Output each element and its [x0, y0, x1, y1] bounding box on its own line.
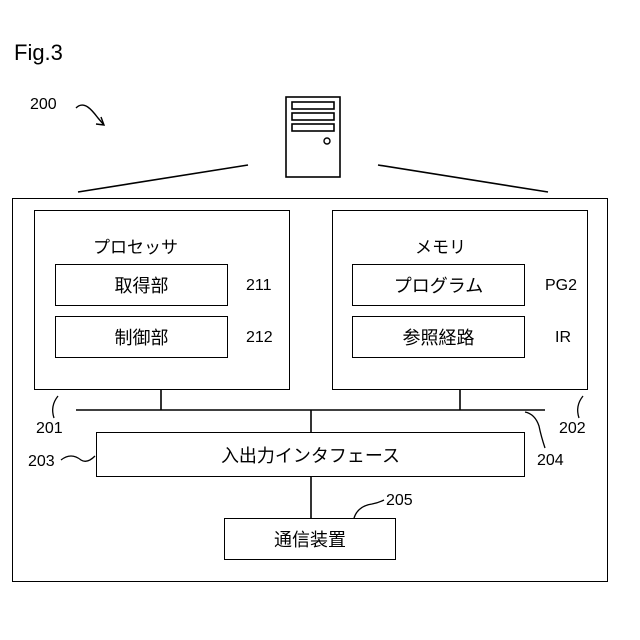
ref-comm-device: 205	[386, 492, 413, 510]
ref-processor: 201	[36, 420, 63, 438]
program-box: プログラム	[352, 264, 525, 306]
control-unit-box: 制御部	[55, 316, 228, 358]
processor-title: プロセッサ	[93, 233, 178, 258]
communication-device-box: 通信装置	[224, 518, 396, 560]
ref-program: PG2	[545, 277, 577, 295]
ref-io-interface: 203	[28, 453, 55, 471]
acquisition-unit-box: 取得部	[55, 264, 228, 306]
ref-control: 212	[246, 329, 273, 347]
memory-title: メモリ	[415, 233, 466, 258]
ref-acquisition: 211	[246, 277, 272, 295]
ref-reference-route: IR	[555, 329, 571, 347]
ref-memory: 202	[559, 420, 586, 438]
reference-route-box: 参照経路	[352, 316, 525, 358]
ref-bus: 204	[537, 452, 564, 470]
io-interface-box: 入出力インタフェース	[96, 432, 525, 477]
